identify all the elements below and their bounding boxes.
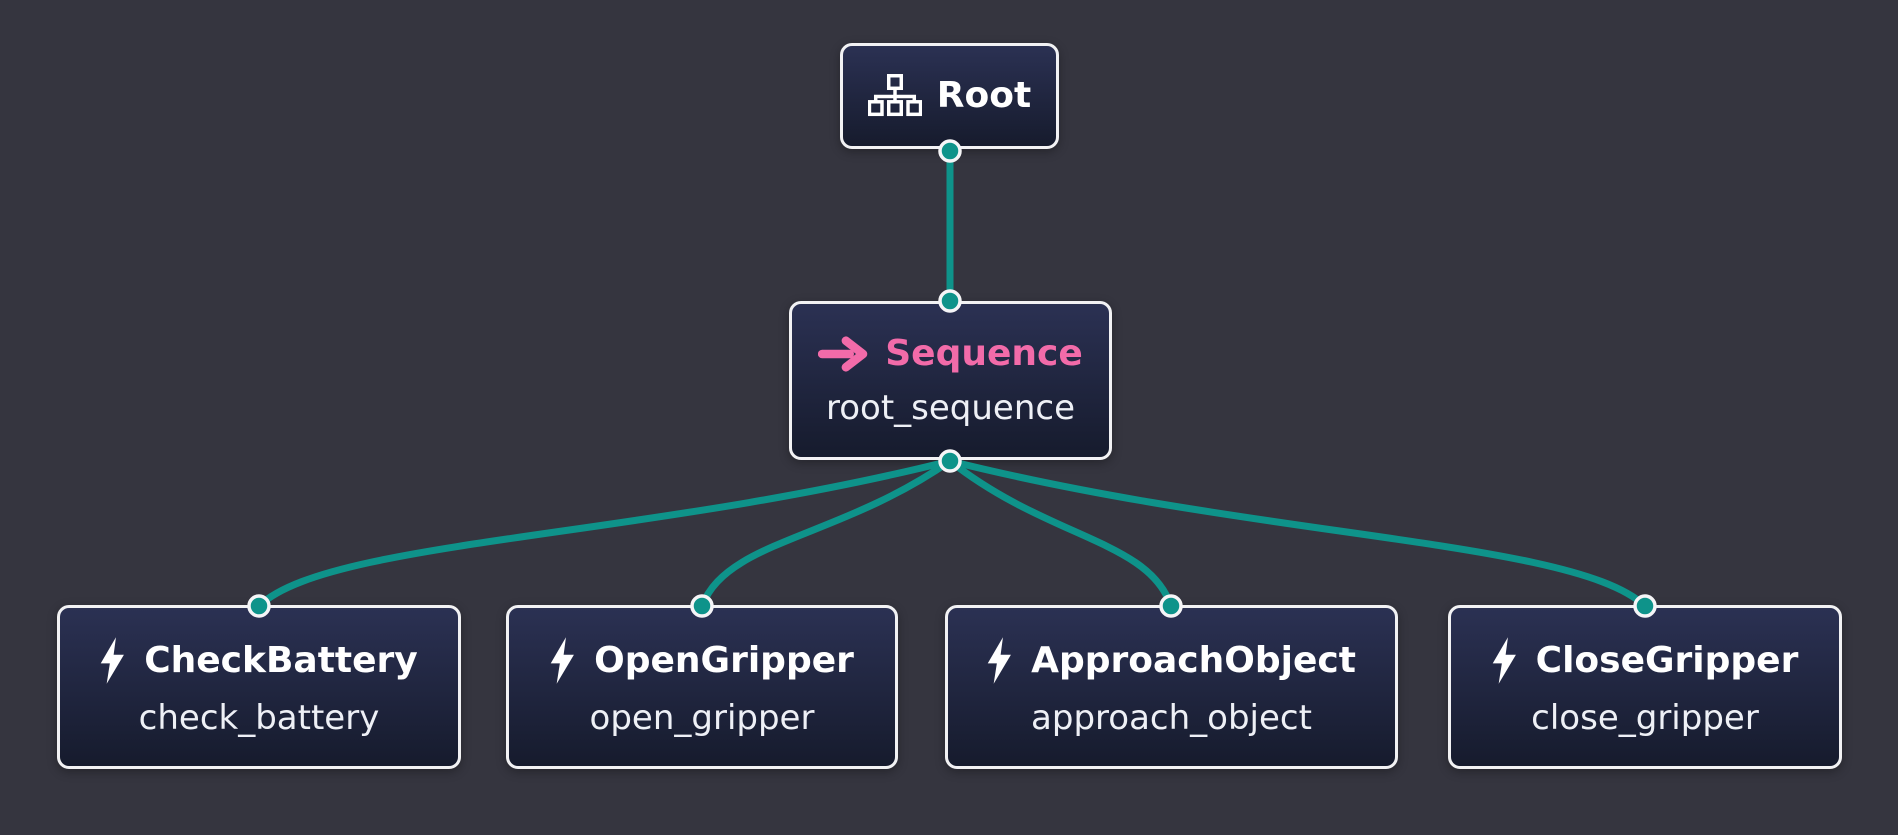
node-subtitle: close_gripper <box>1531 697 1759 738</box>
lightning-bolt-icon <box>987 637 1012 684</box>
node-check-battery-title-row: CheckBattery <box>100 637 418 684</box>
lightning-bolt-icon <box>100 637 125 684</box>
node-title: OpenGripper <box>594 639 854 681</box>
node-subtitle: check_battery <box>138 697 380 738</box>
node-title: ApproachObject <box>1031 639 1356 681</box>
node-sequence-title-row: Sequence <box>818 334 1083 374</box>
node-subtitle: open_gripper <box>589 697 815 738</box>
node-root[interactable]: Root <box>840 43 1059 149</box>
lightning-bolt-icon <box>550 637 575 684</box>
arrow-right-icon <box>818 336 868 372</box>
node-subtitle: approach_object <box>1031 697 1312 738</box>
node-open-gripper[interactable]: OpenGripper open_gripper <box>506 605 898 769</box>
sitemap-icon <box>867 74 922 117</box>
node-approach-object-title-row: ApproachObject <box>987 637 1356 684</box>
node-close-gripper-title-row: CloseGripper <box>1492 637 1799 684</box>
node-title: Root <box>936 75 1032 117</box>
edge-sequence-check-battery <box>255 457 954 610</box>
node-title: Sequence <box>885 333 1083 374</box>
node-check-battery[interactable]: CheckBattery check_battery <box>57 605 461 769</box>
node-approach-object[interactable]: ApproachObject approach_object <box>945 605 1398 769</box>
node-open-gripper-title-row: OpenGripper <box>550 637 854 684</box>
node-subtitle: root_sequence <box>825 387 1075 428</box>
node-sequence[interactable]: Sequence root_sequence <box>789 301 1112 460</box>
node-title: CloseGripper <box>1535 639 1799 681</box>
node-close-gripper[interactable]: CloseGripper close_gripper <box>1448 605 1842 769</box>
edge-sequence-close-gripper <box>946 457 1649 610</box>
lightning-bolt-icon <box>1492 637 1516 684</box>
node-title: CheckBattery <box>144 639 418 681</box>
edge-sequence-open-gripper <box>698 457 954 610</box>
node-root-title-row: Root <box>867 73 1032 119</box>
edge-sequence-approach-object <box>946 457 1175 610</box>
